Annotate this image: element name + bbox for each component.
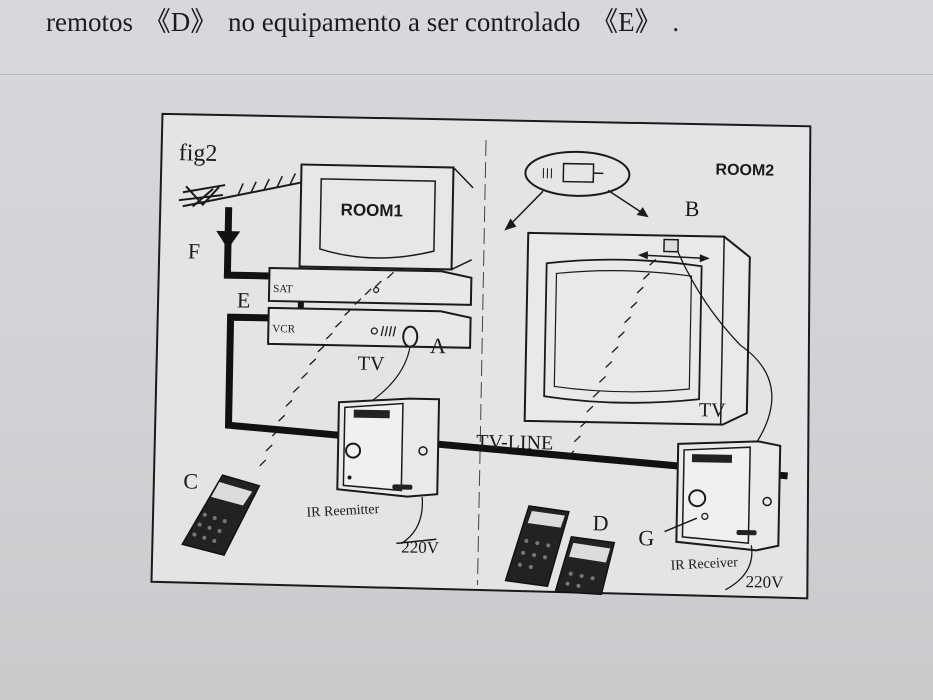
bubble-arrow-left (507, 190, 544, 228)
vcr-label: VCR (272, 323, 296, 335)
marker-b: B (685, 196, 700, 221)
marker-e: E (237, 287, 251, 312)
tv2-label: TV (699, 399, 727, 422)
ir-beam-room2 (567, 258, 657, 458)
ir-reemitter-device (336, 397, 441, 498)
marker-c: C (183, 468, 198, 493)
receiver-label: IR Receiver (670, 555, 738, 573)
heading-marker-d: 《D》 (143, 7, 218, 37)
marker-g: G (638, 525, 654, 550)
tv-line-cable (224, 313, 788, 480)
room-divider (476, 140, 487, 586)
ir-receiver-device (675, 440, 782, 552)
downlink-arrow (216, 230, 241, 250)
remote-control-d2 (554, 535, 616, 596)
vcr-box (267, 306, 472, 349)
marker-d: D (592, 510, 608, 535)
marker-f: F (188, 238, 201, 263)
voltage1-label: 220V (401, 538, 440, 558)
sat-box (267, 266, 473, 306)
tv1-label: TV (358, 353, 386, 376)
room1-label: ROOM1 (340, 200, 403, 220)
page-rule (0, 74, 933, 75)
sat-label: SAT (273, 283, 293, 295)
voltage2-label: 220V (745, 572, 784, 592)
receiver-bubble (524, 150, 631, 197)
fig-label: fig2 (178, 140, 217, 167)
remote-control-c (181, 474, 261, 557)
heading-period: . (672, 7, 680, 37)
heading-word-remotos: remotos (46, 7, 133, 37)
room2-label: ROOM2 (715, 161, 774, 179)
bubble-arrow-right (607, 189, 644, 214)
heading-text: remotos 《D》 no equipamento a ser control… (46, 0, 683, 39)
heading-marker-e: 《E》 (591, 7, 662, 37)
ir-beam-room1 (259, 271, 394, 467)
heading-phrase: no equipamento a ser controlado (228, 7, 581, 37)
marker-a: A (430, 333, 446, 358)
remote-control-d1 (504, 505, 570, 588)
reemitter-label: IR Reemitter (306, 502, 380, 521)
antenna-cable (223, 207, 270, 280)
room2-tv (523, 231, 751, 426)
tvline-label: TV-LINE (476, 431, 553, 454)
